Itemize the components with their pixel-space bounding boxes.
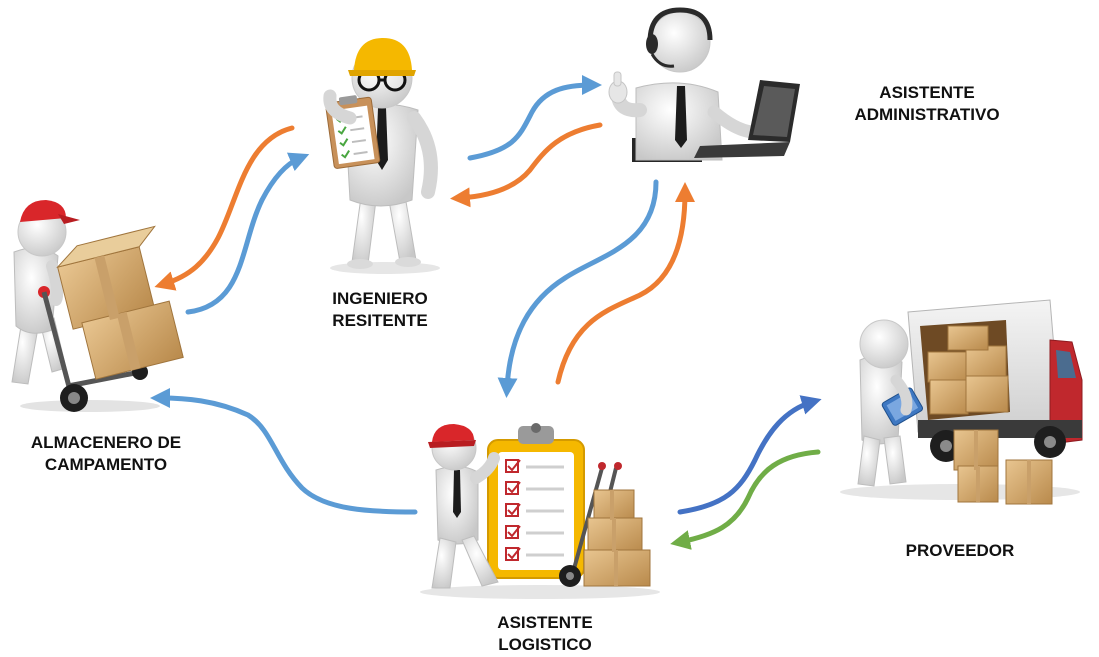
arrow-logistico-to-almacenero xyxy=(150,388,418,515)
node-label-almacenero: ALMACENERO DE CAMPAMENTO xyxy=(30,433,182,474)
clipboard-checklist-boxes-icon xyxy=(420,423,660,599)
node-label-proveedor: PROVEEDOR xyxy=(905,541,1015,560)
node-label-logistico: ASISTENTE LOGISTICO xyxy=(497,613,593,654)
worker-with-hand-truck-icon xyxy=(11,200,184,412)
arrow-administrativo-to-logistico xyxy=(497,179,659,398)
delivery-truck-icon xyxy=(840,299,1083,505)
arrow-ingeniero-to-administrativo xyxy=(467,75,602,161)
arrow-ingeniero-to-almacenero xyxy=(154,125,295,291)
node-label-administrativo: ASISTENTE ADMINISTRATIVO xyxy=(854,83,1000,124)
arrow-logistico-to-proveedor xyxy=(677,395,822,515)
node-label-ingeniero: INGENIERO RESITENTE xyxy=(332,289,428,330)
assistant-with-laptop-headset-icon xyxy=(608,7,800,162)
arrows xyxy=(150,75,822,550)
arrow-proveedor-to-logistico xyxy=(670,449,821,550)
arrow-logistico-to-administrativo xyxy=(555,182,695,385)
arrow-almacenero-to-ingeniero xyxy=(185,152,310,315)
arrow-administrativo-to-ingeniero xyxy=(450,122,603,208)
engineer-with-clipboard-icon xyxy=(323,38,440,274)
